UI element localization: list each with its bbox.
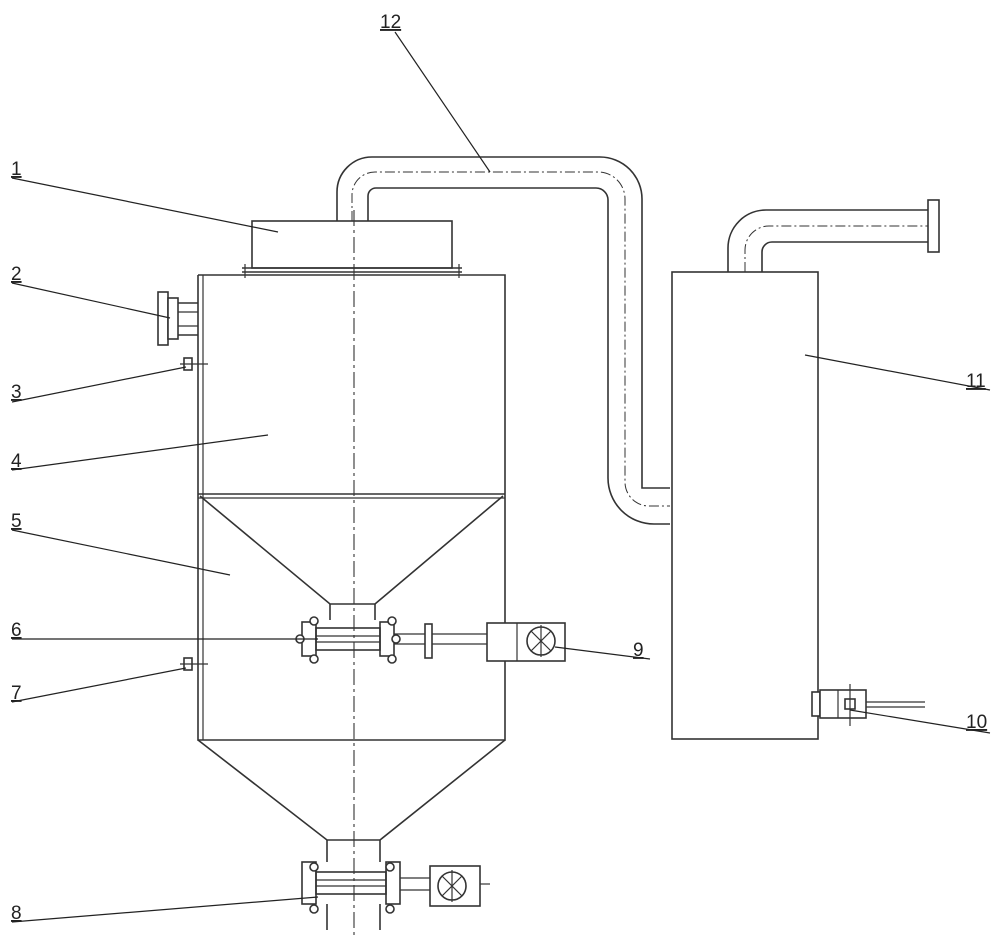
- label-8: 8: [11, 903, 22, 924]
- label-3: 3: [11, 382, 22, 403]
- label-2: 2: [11, 264, 22, 285]
- tank: [671, 199, 940, 740]
- valve-actuator-9: [486, 622, 566, 662]
- label-7: 7: [11, 683, 22, 704]
- leader-lines: [11, 31, 991, 923]
- drain-valve: [811, 684, 925, 726]
- inner-valve: [295, 616, 490, 664]
- label-6: 6: [11, 620, 22, 641]
- main-vessel: [197, 220, 506, 841]
- label-10: 10: [966, 712, 987, 733]
- top-cap: [251, 220, 453, 269]
- label-4: 4: [11, 451, 22, 472]
- label-1: 1: [11, 159, 22, 180]
- connecting-pipe: [336, 156, 670, 525]
- part-labels: 1 2 3 4 5 6 7 8 9 10 11 12: [11, 12, 987, 924]
- sensor-7: [180, 657, 208, 671]
- tank-body: [671, 271, 819, 740]
- inner-funnel: [199, 495, 504, 605]
- label-11: 11: [966, 371, 986, 392]
- label-9: 9: [633, 640, 644, 661]
- label-5: 5: [11, 511, 22, 532]
- bottom-cone: [197, 739, 506, 841]
- inlet-nozzle: [157, 291, 198, 346]
- bottom-valve: [301, 840, 490, 930]
- sensor-3: [180, 357, 208, 371]
- label-12: 12: [380, 12, 401, 33]
- vessel-shell: [197, 274, 506, 741]
